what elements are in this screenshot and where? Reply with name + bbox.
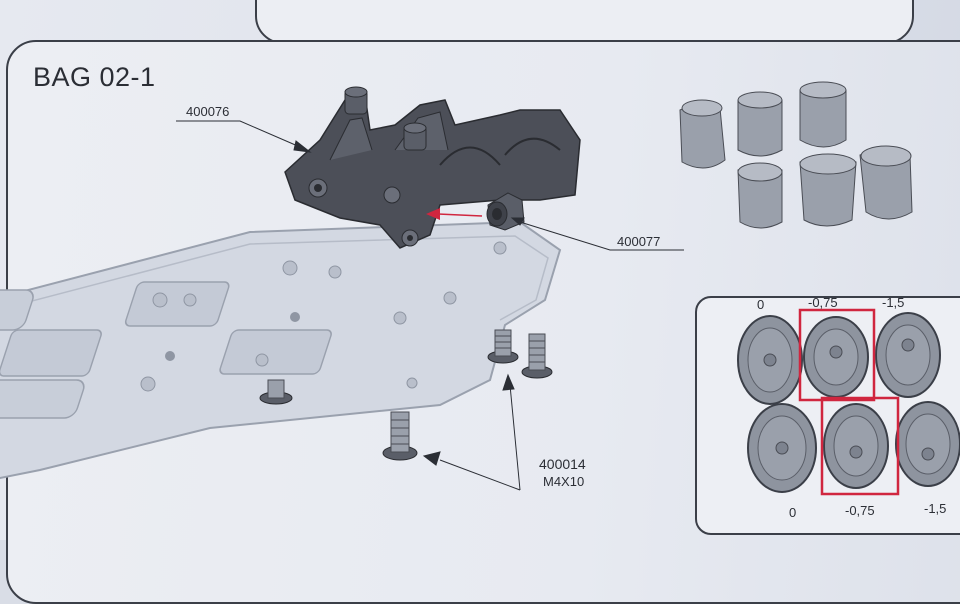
offset-label-bottom-075: -0,75 — [845, 503, 875, 518]
leader-lines — [176, 120, 684, 491]
offset-insert-top-075 — [803, 316, 869, 398]
screw-set — [259, 329, 553, 461]
bulkhead-part — [284, 86, 581, 249]
highlight-top-075 — [798, 308, 876, 402]
chassis-plate — [0, 220, 562, 480]
highlight-bot-075 — [820, 396, 900, 496]
offset-label-bottom-0: 0 — [789, 505, 797, 520]
screw-size-label: M4X10 — [543, 474, 585, 489]
offset-insert-bot-15 — [895, 401, 960, 487]
insert-part-number: 400077 — [617, 234, 661, 249]
offset-label-top-0: 0 — [757, 297, 765, 312]
assembly-illustration — [0, 81, 913, 491]
offset-label-top-075: -0,75 — [808, 295, 838, 310]
screw-part-number: 400014 — [539, 456, 586, 472]
offset-label-bottom-15: -1,5 — [924, 501, 947, 516]
screw-1 — [487, 329, 519, 364]
bulkhead-part-number: 400076 — [186, 104, 230, 119]
offset-label-top-15: -1,5 — [882, 295, 905, 310]
offset-insert-top-0 — [737, 315, 803, 405]
screw-2 — [521, 333, 553, 379]
insert-variants — [679, 81, 913, 229]
offset-chart — [737, 308, 960, 496]
screw-3 — [382, 411, 418, 461]
screw-under-plate — [259, 379, 293, 405]
offset-insert-bot-075 — [823, 403, 889, 489]
bag-title: BAG 02-1 — [33, 62, 156, 92]
offset-insert-top-15 — [875, 312, 941, 398]
insertion-arrow — [426, 208, 483, 220]
offset-insert-bot-0 — [747, 403, 817, 493]
